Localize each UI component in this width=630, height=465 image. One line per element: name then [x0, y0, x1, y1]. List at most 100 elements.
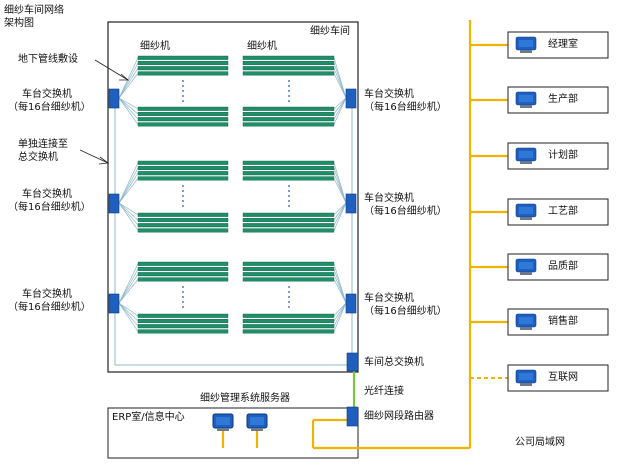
cable [118, 302, 139, 327]
machine-row [137, 61, 229, 66]
dept-label-3: 工艺部 [548, 206, 578, 217]
computer-base [520, 272, 532, 275]
machine-row [137, 212, 229, 217]
cable [333, 73, 347, 99]
switch-left-3 [108, 293, 120, 314]
cable [118, 202, 139, 226]
machine-row [137, 66, 229, 71]
machine-row [137, 228, 229, 233]
computer-base [520, 105, 532, 108]
cable [118, 73, 139, 99]
machine-row [242, 277, 335, 282]
machine-row [137, 171, 229, 176]
switch-left-2 [108, 193, 120, 214]
cable [333, 202, 347, 216]
cable [118, 97, 139, 115]
server-title: 细纱管理系统服务器 [200, 393, 290, 404]
computer-screen [519, 207, 533, 214]
router-label: 细纱网段路由器 [364, 411, 434, 422]
dept-label-0: 经理室 [548, 39, 578, 50]
computer-base [520, 217, 532, 220]
erp-label: ERP室/信息中心 [112, 412, 185, 423]
switch-right-2-sub: （每16台细纱机） [364, 206, 447, 217]
direct-link-note-1: 单独连接至 [18, 139, 68, 150]
machine-row [137, 217, 229, 222]
direct-link-note-2: 总交换机 [18, 152, 58, 163]
machine-rows [137, 55, 335, 334]
cable [333, 97, 347, 120]
cable [118, 97, 139, 120]
machine-row [137, 319, 229, 324]
workshop-label: 细纱车间 [310, 26, 350, 37]
machine-row [137, 223, 229, 228]
switch-left-1-title: 车台交换机 [22, 89, 72, 100]
computer-screen [519, 262, 533, 269]
machine-row [242, 71, 335, 76]
cable [333, 178, 347, 204]
cable [118, 167, 139, 204]
fiber-label: 光纤连接 [364, 386, 404, 397]
machine-row [242, 176, 335, 181]
cable [118, 263, 139, 304]
machine-row [242, 66, 335, 71]
machine-row [242, 272, 335, 277]
machine-row [242, 165, 335, 170]
dept-label-1: 生产部 [548, 94, 578, 105]
machine-row [137, 324, 229, 329]
switch-left-2-title: 车台交换机 [22, 189, 72, 200]
annotation-arrows [79, 59, 130, 165]
lan-label: 公司局域网 [515, 437, 565, 448]
cable [118, 97, 139, 125]
machine-row [242, 324, 335, 329]
machine-row [137, 261, 229, 266]
computer-screen [519, 40, 533, 47]
switch-right-3 [345, 293, 357, 314]
cable [118, 202, 139, 231]
machine-row [137, 122, 229, 127]
cable [333, 302, 347, 332]
machine-row [137, 55, 229, 60]
machine-row [137, 329, 229, 334]
machine-row [137, 267, 229, 272]
dept-label-2: 计划部 [548, 150, 578, 161]
cable [333, 97, 347, 125]
machine-row [137, 277, 229, 282]
switch-right-1 [345, 88, 357, 109]
underground-note: 地下管线敷设 [18, 54, 78, 65]
machine-row [242, 313, 335, 318]
server-icons [212, 413, 268, 431]
cable [118, 62, 139, 99]
cable [118, 202, 139, 216]
machine-row [137, 176, 229, 181]
switch-left-1 [108, 88, 120, 109]
dept-label-6: 互联网 [548, 372, 578, 383]
switch-left-1-sub: （每16台细纱机） [8, 102, 91, 113]
switch-right-2-title: 车台交换机 [364, 193, 414, 204]
machine-row [242, 106, 335, 111]
cable [333, 173, 347, 204]
cable [333, 202, 347, 231]
machine-row [242, 61, 335, 66]
cable [118, 97, 139, 110]
machine-row [242, 117, 335, 122]
core-switch [346, 352, 359, 372]
cable [333, 302, 347, 317]
cable [118, 178, 139, 204]
cable [118, 302, 139, 322]
computer-screen [519, 373, 533, 380]
machine-row [242, 171, 335, 176]
cable [118, 173, 139, 204]
switch-right-1-sub: （每16台细纱机） [364, 102, 447, 113]
machine-row [242, 217, 335, 222]
machine-row [242, 228, 335, 233]
cable [333, 274, 347, 304]
computer-base [520, 383, 532, 386]
machine-row [242, 212, 335, 217]
computer-screen [519, 317, 533, 324]
cable [118, 302, 139, 332]
cable [333, 68, 347, 99]
machine-row [242, 319, 335, 324]
switch-right-2 [345, 193, 357, 214]
machine-row [242, 160, 335, 165]
